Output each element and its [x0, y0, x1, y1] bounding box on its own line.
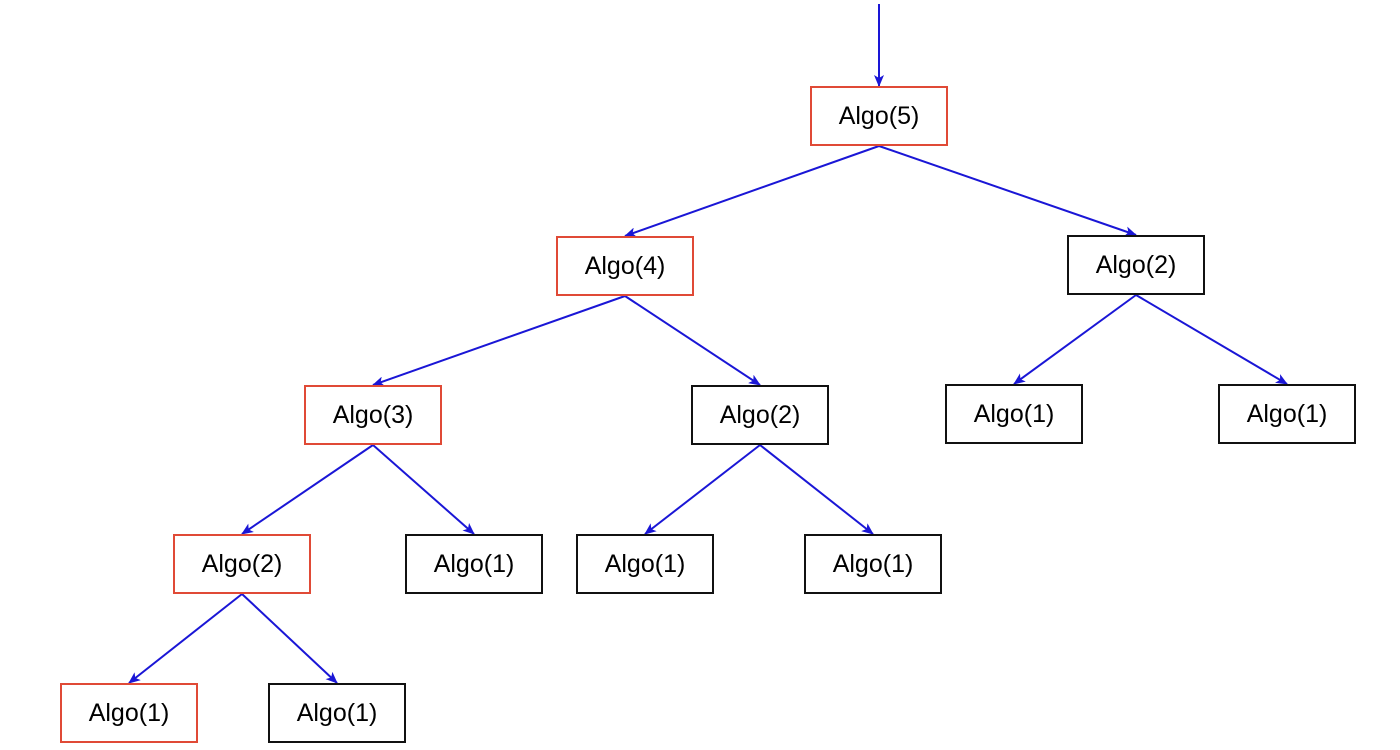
node-algo-5: Algo(5) [810, 86, 948, 146]
edge-l1b-l2d [1135, 294, 1288, 385]
edge-l2a-l3b [372, 444, 475, 535]
edge-l3a-l4a [128, 593, 243, 684]
edge-l1a-l2a [372, 295, 626, 387]
node-algo-1: Algo(1) [268, 683, 406, 743]
node-algo-3: Algo(3) [304, 385, 442, 445]
node-algo-2-middle: Algo(2) [691, 385, 829, 445]
edge-l2b-l3c [644, 444, 761, 535]
edge-root-l1a [624, 145, 880, 238]
node-algo-1: Algo(1) [945, 384, 1083, 444]
node-algo-2-left: Algo(2) [173, 534, 311, 594]
node-algo-1: Algo(1) [60, 683, 198, 743]
edge-l1a-l2b [624, 295, 761, 386]
node-algo-4: Algo(4) [556, 236, 694, 296]
node-algo-1: Algo(1) [576, 534, 714, 594]
node-algo-1: Algo(1) [1218, 384, 1356, 444]
edge-l2a-l3a [241, 444, 374, 535]
node-algo-1: Algo(1) [804, 534, 942, 594]
edge-l1b-l2c [1013, 294, 1137, 385]
node-algo-1: Algo(1) [405, 534, 543, 594]
edge-l2b-l3d [759, 444, 874, 535]
edge-l3a-l4b [241, 593, 338, 684]
edge-root-l1b [878, 145, 1137, 237]
node-algo-2-right: Algo(2) [1067, 235, 1205, 295]
